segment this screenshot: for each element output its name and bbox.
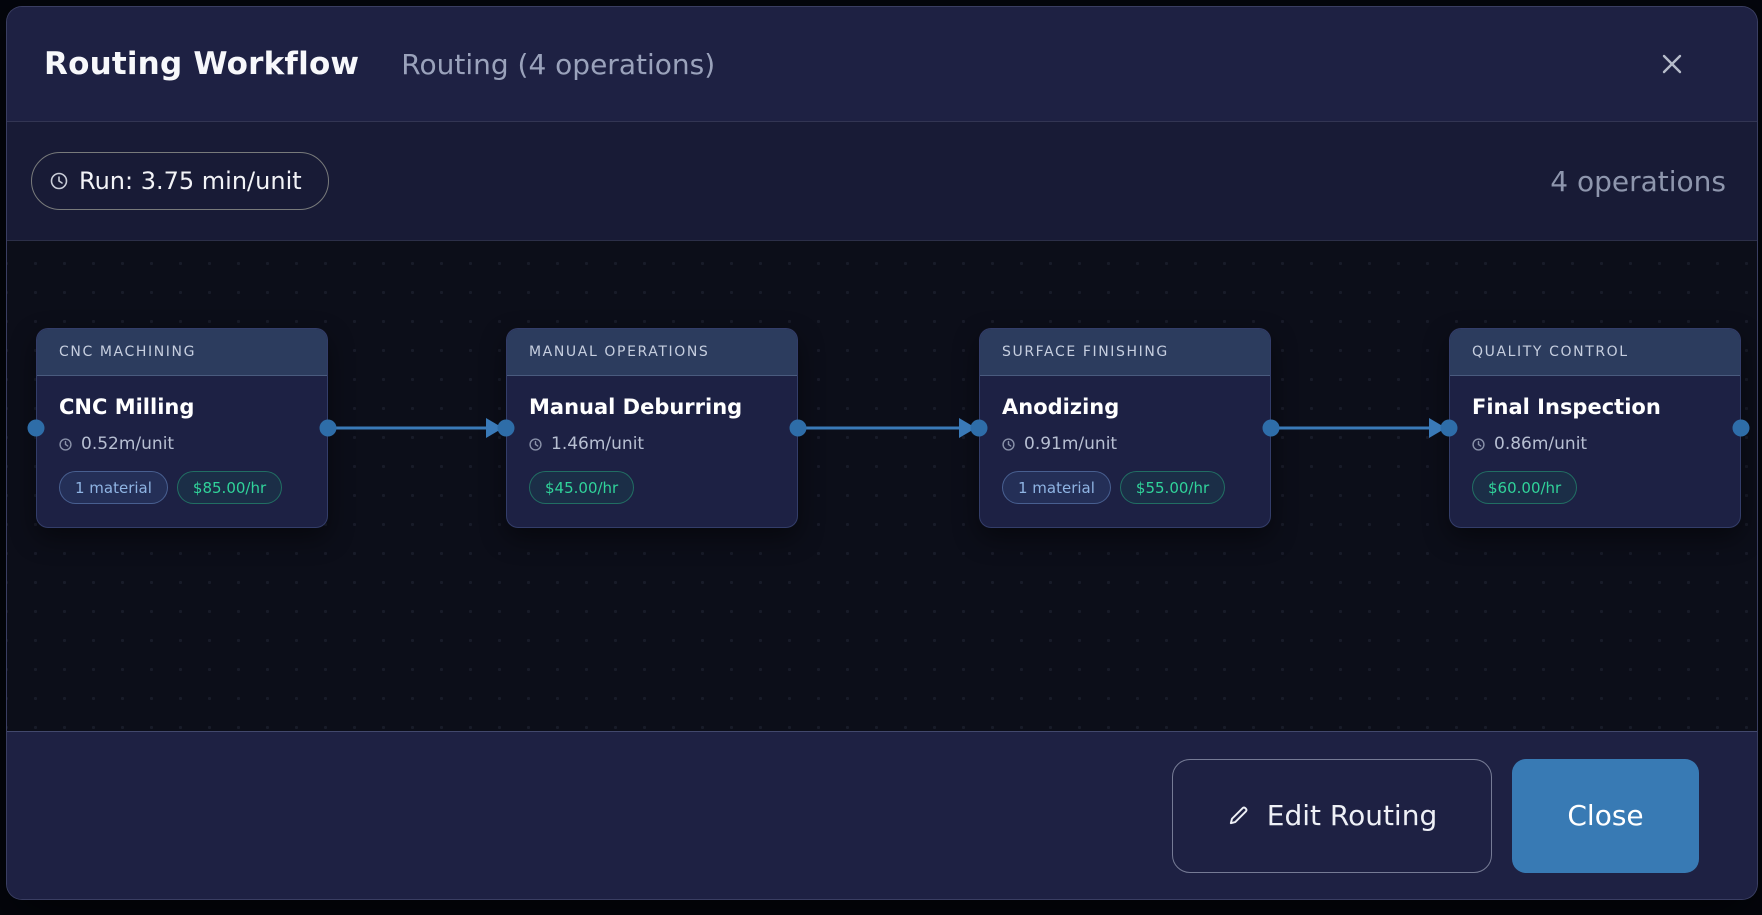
close-icon	[1662, 54, 1682, 74]
cost-badge: $55.00/hr	[1119, 471, 1226, 504]
node-category: CNC MACHINING	[37, 329, 327, 376]
edit-routing-button[interactable]: Edit Routing	[1172, 758, 1492, 873]
cost-badge: $60.00/hr	[1472, 471, 1578, 504]
node-badges: $60.00/hr	[1472, 471, 1718, 504]
page-title: Routing Workflow	[44, 46, 360, 82]
close-modal-label: Close	[1567, 799, 1644, 832]
stats-toolbar: Run: 3.75 min/unit 4 operations	[7, 122, 1757, 241]
clock-icon	[50, 172, 68, 190]
clock-icon	[1472, 437, 1485, 451]
node-title: CNC Milling	[59, 395, 195, 419]
page-subtitle: Routing (4 operations)	[401, 47, 716, 81]
node-body: Manual Deburring 1.46m/unit $45.00/hr	[507, 376, 797, 504]
node-time-label: 0.86m/unit	[1494, 434, 1588, 454]
node-body: CNC Milling 0.52m/unit 1 material $85.00…	[37, 376, 327, 504]
node-category: SURFACE FINISHING	[980, 329, 1270, 376]
node-title: Final Inspection	[1472, 395, 1661, 419]
node-time-row: 0.52m/unit	[59, 434, 305, 454]
node-badges: 1 material $55.00/hr	[1002, 471, 1248, 504]
node-time-row: 0.91m/unit	[1002, 434, 1248, 454]
connector-arrowhead-icon	[1429, 418, 1446, 438]
pencil-icon	[1229, 806, 1248, 825]
node-time-label: 0.52m/unit	[81, 434, 175, 454]
node-time-label: 0.91m/unit	[1024, 434, 1118, 454]
node-time-row: 1.46m/unit	[529, 434, 775, 454]
connector-arrowhead-icon	[959, 418, 976, 438]
node-time-label: 1.46m/unit	[551, 434, 645, 454]
close-button[interactable]	[1652, 44, 1692, 84]
clock-icon	[529, 437, 542, 451]
node-category: QUALITY CONTROL	[1450, 329, 1740, 376]
node-category: MANUAL OPERATIONS	[507, 329, 797, 376]
material-badge: 1 material	[1002, 471, 1111, 504]
workflow-canvas[interactable]: CNC MACHINING CNC Milling 0.52m/unit 1 m…	[7, 241, 1757, 731]
close-modal-button[interactable]: Close	[1512, 758, 1699, 873]
node-body: Final Inspection 0.86m/unit $60.00/hr	[1450, 376, 1740, 504]
run-time-chip: Run: 3.75 min/unit	[31, 152, 329, 210]
modal-header: Routing Workflow Routing (4 operations)	[7, 7, 1757, 122]
cost-badge: $45.00/hr	[529, 471, 635, 504]
edit-routing-label: Edit Routing	[1266, 799, 1438, 832]
modal-footer: Edit Routing Close	[7, 731, 1757, 899]
node-time-row: 0.86m/unit	[1472, 434, 1718, 454]
node-title: Manual Deburring	[529, 395, 743, 419]
connector-arrowhead-icon	[486, 418, 503, 438]
clock-icon	[1002, 437, 1015, 451]
operation-node-final-inspection[interactable]: QUALITY CONTROL Final Inspection 0.86m/u…	[1449, 328, 1741, 528]
cost-badge: $85.00/hr	[176, 471, 283, 504]
material-badge: 1 material	[59, 471, 168, 504]
clock-icon	[59, 437, 72, 451]
operation-node-cnc-milling[interactable]: CNC MACHINING CNC Milling 0.52m/unit 1 m…	[36, 328, 328, 528]
operations-count: 4 operations	[1550, 164, 1726, 198]
node-badges: 1 material $85.00/hr	[59, 471, 305, 504]
operation-node-manual-deburring[interactable]: MANUAL OPERATIONS Manual Deburring 1.46m…	[506, 328, 798, 528]
node-title: Anodizing	[1002, 395, 1120, 419]
run-time-label: Run: 3.75 min/unit	[79, 167, 302, 195]
node-badges: $45.00/hr	[529, 471, 775, 504]
operation-node-anodizing[interactable]: SURFACE FINISHING Anodizing 0.91m/unit 1…	[979, 328, 1271, 528]
node-body: Anodizing 0.91m/unit 1 material $55.00/h…	[980, 376, 1270, 504]
routing-workflow-modal: Routing Workflow Routing (4 operations) …	[6, 6, 1758, 900]
